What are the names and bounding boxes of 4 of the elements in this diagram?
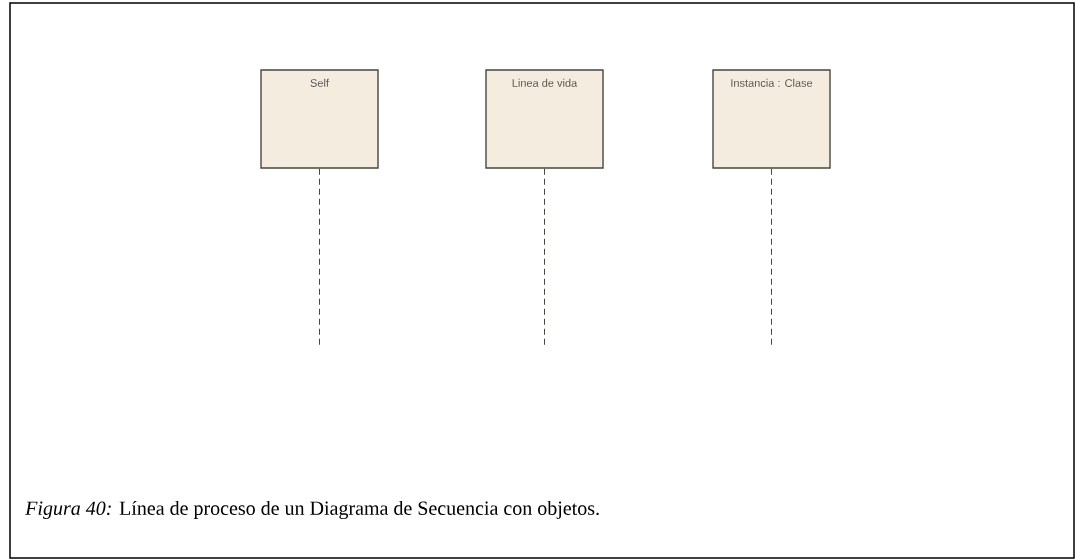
- lifeline-box: Self: [260, 69, 379, 169]
- lifeline-box: Instancia : Clase: [712, 69, 831, 169]
- caption: Figura 40: Línea de proceso de un Diagrama de Secuencia con objetos.: [25, 500, 599, 520]
- lifeline-box: Linea de vida: [485, 69, 604, 169]
